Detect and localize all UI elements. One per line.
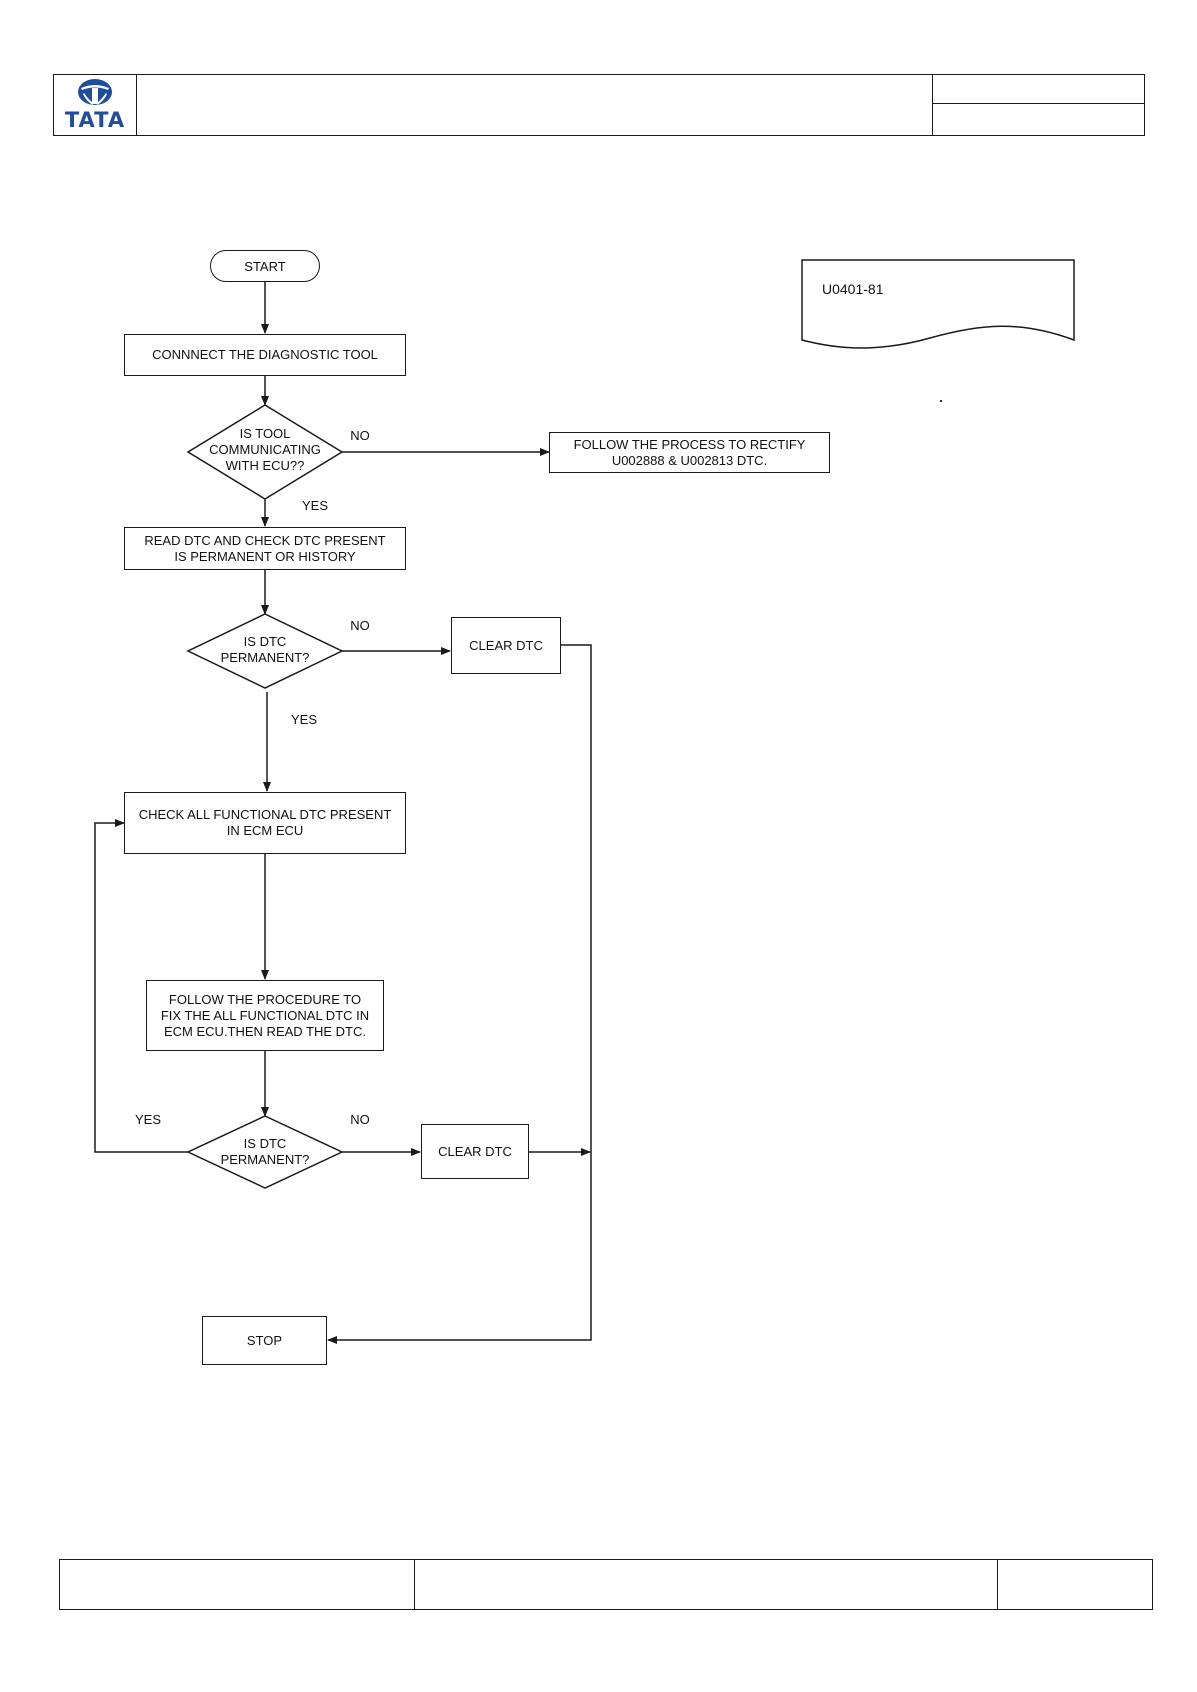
stray-dot <box>940 400 942 402</box>
stop-terminal: STOP <box>202 1316 327 1365</box>
connect-tool-box: CONNNECT THE DIAGNOSTIC TOOL <box>124 334 406 376</box>
tata-logo-icon <box>78 79 112 105</box>
footer-middle-cell <box>414 1559 998 1610</box>
follow-rectify-box: FOLLOW THE PROCESS TO RECTIFY U002888 & … <box>549 432 830 473</box>
decision-diamond-permanent-2 <box>186 1115 344 1189</box>
arrow-permanent2-yes-loop <box>94 819 188 1153</box>
header-right-bottom-cell <box>932 103 1145 136</box>
decision-diamond-permanent-1 <box>186 613 344 689</box>
decision-diamond-tool <box>186 404 344 500</box>
check-functional-box: CHECK ALL FUNCTIONAL DTC PRESENT IN ECM … <box>124 792 406 854</box>
footer-left-cell <box>59 1559 415 1610</box>
label-no-permanent-2: NO <box>350 1112 370 1127</box>
label-no-permanent-1: NO <box>350 618 370 633</box>
start-terminal: START <box>210 250 320 282</box>
decision-permanent-2-text: IS DTC PERMANENT? <box>220 1136 310 1167</box>
follow-procedure-box: FOLLOW THE PROCEDURE TO FIX THE ALL FUNC… <box>146 980 384 1051</box>
clear-dtc-box-1: CLEAR DTC <box>451 617 561 674</box>
label-yes-permanent-1: YES <box>290 712 317 727</box>
read-dtc-box: READ DTC AND CHECK DTC PRESENT IS PERMAN… <box>124 527 406 570</box>
label-yes-permanent-2: YES <box>134 1112 161 1127</box>
footer-right-cell <box>997 1559 1153 1610</box>
document-tag-shape <box>801 259 1075 349</box>
clear-dtc-box-2: CLEAR DTC <box>421 1124 529 1179</box>
label-no-tool: NO <box>350 428 370 443</box>
document-tag-code: U0401-81 <box>822 281 884 297</box>
decision-permanent-1-text: IS DTC PERMANENT? <box>220 634 310 665</box>
line-clear1-to-right-rail <box>327 644 592 1344</box>
label-yes-tool: YES <box>301 498 328 513</box>
tata-logo-text: TATA <box>64 108 126 132</box>
header-logo-cell <box>53 74 137 136</box>
decision-tool-text: IS TOOL COMMUNICATING WITH ECU?? <box>209 426 321 473</box>
